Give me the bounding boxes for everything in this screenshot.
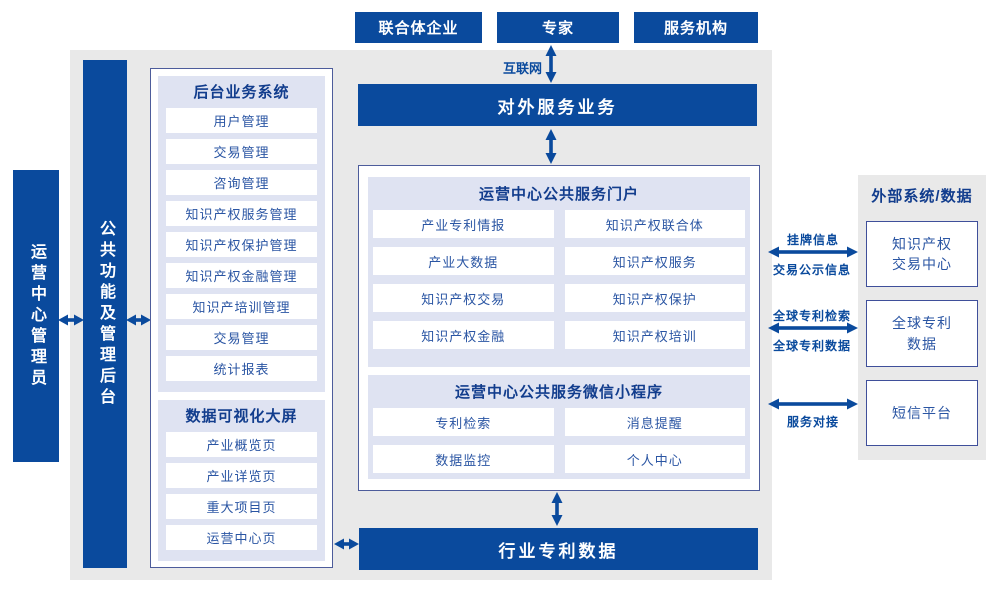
portal-item: 知识产权交易	[373, 284, 554, 312]
arrow-internet-link	[544, 45, 558, 83]
global-patent-search-label: 全球专利检索	[772, 309, 851, 323]
backend-item: 知识产权金融管理	[166, 263, 317, 288]
visualization-item: 产业详览页	[166, 463, 317, 488]
actor-consortium-enterprise: 联合体企业	[355, 12, 482, 43]
arrow-viz-industry	[334, 537, 359, 551]
backend-item: 交易管理	[166, 325, 317, 350]
global-patent-data-label: 全球专利数据	[772, 339, 851, 353]
external-system-line: 短信平台	[892, 404, 952, 421]
portal-title: 运营中心公共服务门户	[478, 186, 639, 203]
visualization-item: 运营中心页	[166, 525, 317, 550]
data-visualization-panel: 数据可视化大屏 产业概览页 产业详览页 重大项目页 运营中心页	[158, 400, 325, 561]
portal-item: 知识产权培训	[564, 321, 745, 349]
trade-publicity-label: 交易公示信息	[772, 263, 851, 277]
backend-system-title: 后台业务系统	[193, 84, 290, 101]
miniprogram-panel: 运营中心公共服务微信小程序 专利检索 消息提醒 数据监控 个人中心	[368, 375, 750, 479]
arrow-industry-link	[550, 492, 564, 526]
portal-item: 知识产权保护	[564, 284, 745, 312]
external-system-sms-platform: 短信平台	[866, 380, 978, 446]
portal-item: 知识产权金融	[373, 321, 554, 349]
external-system-line: 交易中心	[892, 256, 952, 272]
portal-items: 产业专利情报 知识产权联合体 产业大数据 知识产权服务 知识产权交易 知识产权保…	[373, 210, 745, 349]
portal-panel: 运营中心公共服务门户 产业专利情报 知识产权联合体 产业大数据 知识产权服务 知…	[368, 177, 750, 367]
miniprogram-item: 专利检索	[373, 408, 554, 436]
external-system-line: 全球专利	[892, 315, 952, 332]
backend-item: 咨询管理	[166, 170, 317, 195]
miniprogram-item: 数据监控	[373, 445, 554, 473]
portal-item: 知识产权服务	[564, 247, 745, 275]
backend-item: 知识产权服务管理	[166, 201, 317, 226]
miniprogram-title: 运营中心公共服务微信小程序	[454, 384, 663, 401]
backend-item: 用户管理	[166, 108, 317, 133]
internet-label: 互联网	[502, 61, 542, 76]
miniprogram-item: 消息提醒	[564, 408, 745, 436]
miniprogram-items: 专利检索 消息提醒 数据监控 个人中心	[373, 408, 745, 473]
service-docking-label: 服务对接	[786, 415, 839, 429]
arrow-global-patent	[768, 321, 858, 335]
external-system-ip-trade-center: 知识产权 交易中心	[866, 221, 978, 287]
listing-info-label: 挂牌信息	[786, 233, 839, 247]
portal-item: 产业大数据	[373, 247, 554, 275]
arrow-admin-column	[58, 313, 84, 327]
arrow-service	[768, 397, 858, 411]
actor-expert: 专家	[497, 12, 619, 43]
industry-patent-data-bar: 行业专利数据	[359, 528, 758, 570]
arrow-column-backend	[126, 313, 151, 327]
visualization-item: 产业概览页	[166, 432, 317, 457]
visualization-item: 重大项目页	[166, 494, 317, 519]
operation-center-admin-bar: 运营中心管理员	[13, 170, 59, 462]
backend-item: 交易管理	[166, 139, 317, 164]
arrow-portal-link	[544, 129, 558, 164]
external-systems-panel: 外部系统/数据 知识产权 交易中心 全球专利 数据 短信平台	[858, 175, 986, 460]
public-function-backend-bar: 公共功能及管理后台	[83, 60, 127, 568]
actor-service-agency: 服务机构	[634, 12, 758, 43]
external-systems-title: 外部系统/数据	[871, 188, 973, 205]
backend-system-panel: 后台业务系统 用户管理 交易管理 咨询管理 知识产权服务管理 知识产权保护管理 …	[158, 76, 325, 392]
external-service-bar: 对外服务业务	[358, 84, 757, 126]
arrow-listing	[768, 245, 858, 259]
miniprogram-item: 个人中心	[564, 445, 745, 473]
backend-item: 知识产培训管理	[166, 294, 317, 319]
portal-item: 知识产权联合体	[564, 210, 745, 238]
backend-item: 知识产权保护管理	[166, 232, 317, 257]
portal-item: 产业专利情报	[373, 210, 554, 238]
external-system-line: 数据	[907, 335, 937, 352]
data-visualization-title: 数据可视化大屏	[185, 408, 298, 425]
external-system-line: 知识产权	[892, 235, 952, 252]
external-system-global-patent-data: 全球专利 数据	[866, 300, 978, 367]
backend-item: 统计报表	[166, 356, 317, 381]
